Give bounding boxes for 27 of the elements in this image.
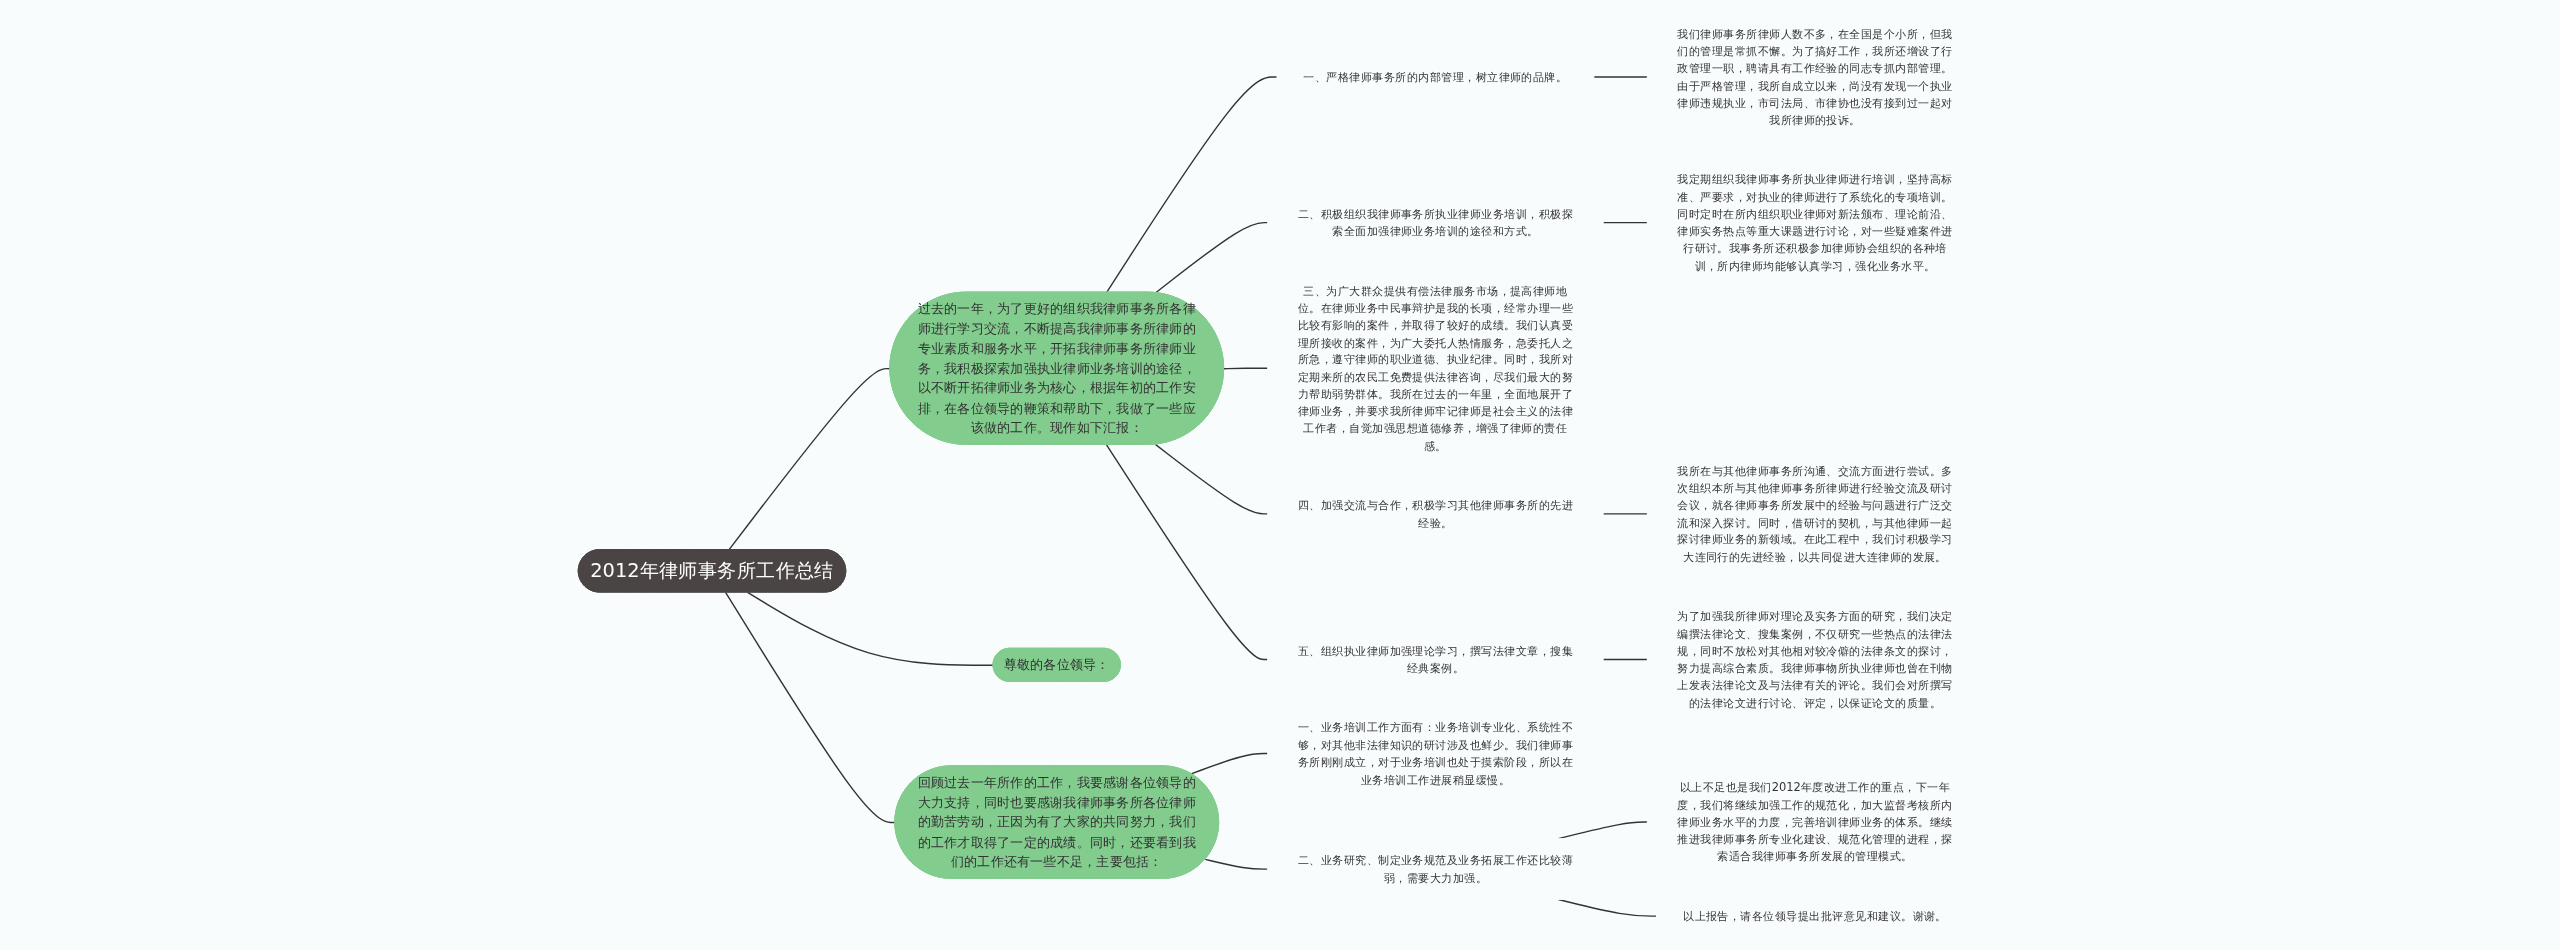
connector bbox=[1154, 221, 1268, 294]
node-text: 四、加强交流与合作，积极学习其他律师事务所的先进经验。 bbox=[1297, 498, 1573, 529]
connector bbox=[1601, 513, 1648, 515]
node-text: 一、严格律师事务所的内部管理，树立律师的品牌。 bbox=[1302, 70, 1567, 84]
node-text: 我所在与其他律师事务所沟通、交流方面进行尝试。多次组织本所与其他律师事务所律师进行经验交流及研讨会议，就各律师事务所发展中的经验与问题进行广泛交流和深入探讨。同时，借研讨的契机，与其他律师一起探讨律师业务的新领域。在此工程中，我们讨积极学习大连同行的先进经验，以共同促进大连律师的发展。 bbox=[1676, 464, 1953, 564]
connector bbox=[1189, 752, 1268, 775]
node-text: 为了加强我所律师对理论及实务方面的研究，我们决定编撰法律论文、搜集案例，不仅研究一些热点的法律法规，同时不放松对其他相对较冷僻的法律条文的探讨，努力提高综合素质。我律师事物所执业律师也曾在刊物上发表法律论文及与法律有关的评论。我们会对所撰写的法律论文进行讨论、评定，以保证论文的质量。 bbox=[1676, 609, 1953, 709]
connector bbox=[727, 367, 891, 551]
connector bbox=[1601, 658, 1648, 661]
connector bbox=[1601, 221, 1648, 224]
connector bbox=[1154, 443, 1268, 515]
connector bbox=[1204, 858, 1268, 870]
node-text: 以上不足也是我们2012年度改进工作的重点，下一年度，我们将继续加强工作的规范化，加大监督考核所内律师业务水平的力度，完善培训律师业务的体系。继续推进我律师事务所专业化建设、规范化管理的进程，探索适合我律师事务所发展的管理模式。 bbox=[1676, 780, 1953, 863]
connector bbox=[1592, 76, 1648, 78]
node-text: 我们律师事务所律师人数不多，在全国是个小所，但我们的管理是常抓不懈。为了搞好工作，我所还增设了行政管理一职，聘请具有工作经验的同志专抓内部管理。由于严格管理，我所自成立以来，尚没有发现一个执业律师违规执业，市司法局、市律协也没有接到过一起对我所律师的投诉。 bbox=[1676, 27, 1953, 127]
node-text: 五、组织执业律师加强理论学习，撰写法律文章，搜集经典案例。 bbox=[1297, 644, 1573, 675]
node-text: 二、业务研究、制定业务规范及业务拓展工作还比较薄弱，需要大力加强。 bbox=[1297, 853, 1573, 885]
connector bbox=[1105, 444, 1268, 661]
node-text: 以上报告，请各位领导提出批评意见和建议。谢谢。 bbox=[1682, 909, 1947, 923]
connector bbox=[1222, 367, 1268, 370]
node-text: 三、为广大群众提供有偿法律服务市场，提高律师地位。在律师业务中民事辩护是我的长项，经常办理一些比较有影响的案件，并取得了较好的成绩。我们认真受理所接收的案件，为广大委托人热情服务，急委托人之所急，遵守律师的职业道德、执业纪律。同时，我所对定期来所的农民工免费提供法律咨询，尽我们最大的努力帮助弱势群体。我所在过去的一年里，全面地展开了律师业务，并要求我所律师牢记律师是社会主义的法律工作者，自觉加强思想道德修养，增强了律师的责任感。 bbox=[1297, 283, 1573, 453]
node-text: 二、积极组织我律师事务所执业律师业务培训，积极探索全面加强律师业务培训的途径和方式。 bbox=[1297, 207, 1573, 238]
node-text: 我定期组织我律师事务所执业律师进行培训，坚持高标准、严要求，对执业的律师进行了系统化的专项培训。同时定时在所内组织职业律师对新法颁布、理论前沿、律师实务热点等重大课题进行讨论，对一些疑难案件进行研讨。我事务所还积极参加律师协会组织的各种培训，所内律师均能够认真学习，强化业务水平。 bbox=[1676, 172, 1953, 273]
connector bbox=[724, 591, 896, 824]
connector bbox=[746, 591, 994, 666]
connector bbox=[1105, 76, 1278, 294]
node-text: 一、业务培训工作方面有：业务培训专业化、系统性不够，对其他非法律知识的研讨涉及也鲜少。我们律师事务所刚刚成立，对于业务培训也处于摸索阶段，所以在业务培训工作进展稍显缓慢。 bbox=[1297, 720, 1573, 786]
